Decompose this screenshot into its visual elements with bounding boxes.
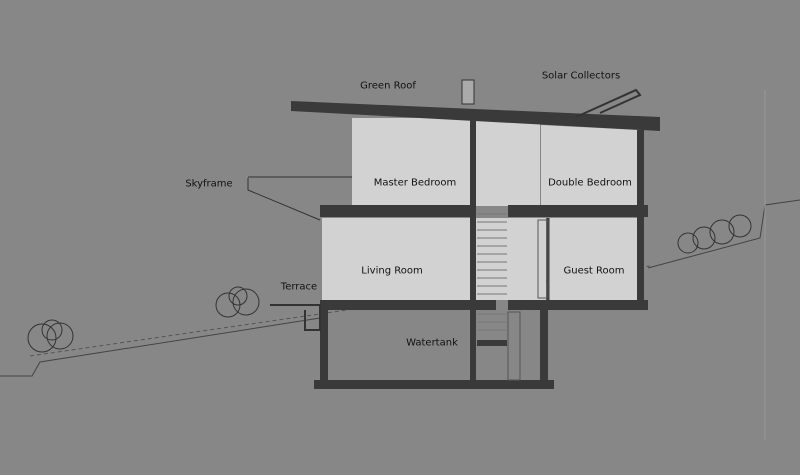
ladder [507,219,549,381]
ground-line-left [0,317,321,377]
stair-core-upper [475,120,540,206]
right-wall [637,130,644,306]
guest-room [548,218,638,300]
terrace-deck [270,304,321,331]
roof [291,101,660,131]
bush-icon [27,214,752,353]
chimney [461,79,475,105]
ground-floor-slab [320,300,496,310]
label-solar-collectors: Solar Collectors [541,70,621,82]
ground-floor-slab-right [508,300,648,310]
label-living-room: Living Room [361,265,423,277]
label-master-bedroom: Master Bedroom [373,177,457,189]
staircase [477,213,507,331]
living-room [322,218,472,300]
basement-floor [314,380,554,389]
master-bedroom [352,118,470,206]
basement-wall-right [540,305,548,388]
label-skyframe: Skyframe [185,178,233,190]
double-bedroom [541,125,638,206]
label-green-roof: Green Roof [360,80,416,92]
label-watertank: Watertank [406,337,458,349]
stair-landing [477,340,507,346]
core-wall [470,118,476,380]
label-guest-room: Guest Room [563,265,625,277]
label-terrace: Terrace [280,281,318,293]
ground-line-right [647,199,800,269]
basement-wall-left [320,310,328,388]
upper-floor-slab [320,205,470,217]
label-double-bedroom: Double Bedroom [548,177,632,189]
upper-floor-slab-right [508,205,648,217]
skyframe-outline [247,178,321,221]
solar-collector [575,88,642,118]
